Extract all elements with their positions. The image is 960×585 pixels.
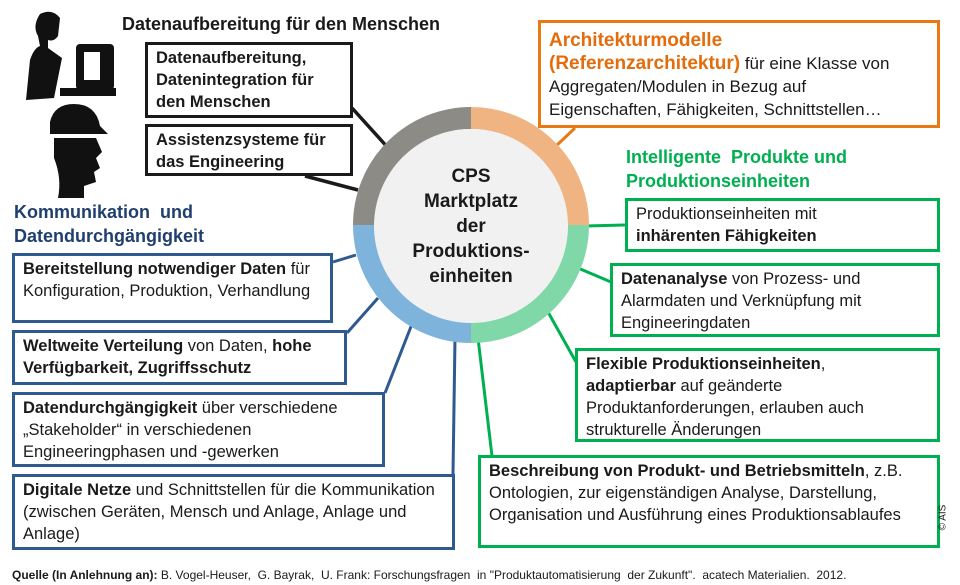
ring (353, 107, 589, 343)
comm-title-line: Kommunikation und (14, 202, 193, 222)
comm-box-4: Digitale Netze und Schnittstellen für di… (12, 474, 455, 550)
comm-box-2: Weltweite Verteilung von Daten, hohe Ver… (12, 330, 347, 385)
text-bold: Weltweite Verteilung (23, 337, 184, 355)
arch-text: für eine Klasse von (740, 54, 890, 73)
copyright: © AIS (937, 504, 949, 531)
ring-gray (353, 107, 472, 226)
text-bold: Datendurchgängigkeit (23, 399, 198, 417)
products-box-2: Datenanalyse von Prozess- und Alarmdaten… (610, 263, 940, 337)
text-bold: Beschreibung von Produkt- und Betriebsmi… (489, 462, 865, 480)
text-bold: adaptierbar (586, 377, 676, 395)
engineer-helmet-icon (50, 104, 108, 198)
text: auf geänderte Produktanforderungen, erla… (586, 377, 864, 439)
text: für Konfiguration, Produktion, Verhandlu… (23, 260, 311, 300)
arch-text: Aggregaten/Modulen in Bezug auf (549, 77, 807, 96)
text: , z.B. Ontologien, zur eigenständigen An… (489, 462, 903, 524)
products-box-1: Produktionseinheiten mit inhärenten Fähig… (625, 198, 940, 252)
text: und Schnittstellen für die Kommunikation… (23, 481, 435, 543)
human-box-assistance: Assistenzsysteme für das Engineering (145, 124, 353, 176)
text-bold: Flexible Produktionseinheiten (586, 355, 821, 373)
center-line: Produktions- (412, 240, 530, 262)
text: von Daten, (183, 337, 273, 355)
woman-at-computer-icon (26, 11, 116, 100)
comm-box-3: Datendurchgängigkeit über verschiedene „… (12, 392, 385, 467)
footer-label: Quelle (In Anlehnung an): (12, 568, 158, 582)
text-bold: hohe Verfügbarkeit, Zugriffsschutz (23, 337, 312, 377)
text-bold: Digitale Netze (23, 481, 132, 499)
products-box-4: Beschreibung von Produkt- und Betriebsmi… (478, 455, 940, 548)
text: Produktionseinheiten mit (636, 205, 817, 223)
text: von Prozess- und Alarmdaten und Verknüpf… (621, 270, 862, 332)
text-bold: Datenanalyse (621, 270, 728, 288)
center-line: Marktplatz (424, 190, 518, 212)
ring-orange (470, 107, 589, 226)
text: über verschiedene „Stakeholder“ in versc… (23, 399, 338, 461)
comm-title-line: Datendurchgängigkeit (14, 226, 205, 246)
human-box-data-prep: Datenaufbereitung, Datenintegration für … (145, 42, 353, 118)
text-bold: inhärenten Fähigkeiten (636, 227, 817, 245)
human-title: Datenaufbereitung für den Menschen (122, 14, 441, 34)
products-title-line: Produktionseinheiten (626, 171, 811, 191)
ring-green (470, 224, 589, 343)
architecture-box: Architekturmodelle (Referenzarchitektur)… (538, 20, 940, 128)
center-circle: CPS Marktplatz der Produktions- einheite… (374, 129, 568, 323)
products-title-line: Intelligente Produkte und (626, 147, 848, 167)
center-line: der (456, 215, 486, 237)
footer-source: Quelle (In Anlehnung an): B. Vogel-Heuse… (12, 568, 846, 582)
center-line: CPS (451, 165, 491, 187)
arch-title: Architekturmodelle (549, 30, 723, 51)
arch-subtitle: (Referenzarchitektur) (549, 53, 741, 74)
ring-blue (353, 224, 472, 343)
footer-text: B. Vogel-Heuser, G. Bayrak, U. Frank: Fo… (157, 568, 847, 582)
products-box-3: Flexible Produktionseinheiten, adaptierb… (575, 348, 940, 442)
arch-text: Eigenschaften, Fähigkeiten, Schnittstell… (549, 100, 882, 119)
center-line: einheiten (429, 265, 513, 287)
comm-box-1: Bereitstellung notwendiger Daten für Kon… (12, 253, 333, 323)
text-bold: Bereitstellung notwendiger Daten (23, 260, 287, 278)
text: , (820, 355, 826, 373)
